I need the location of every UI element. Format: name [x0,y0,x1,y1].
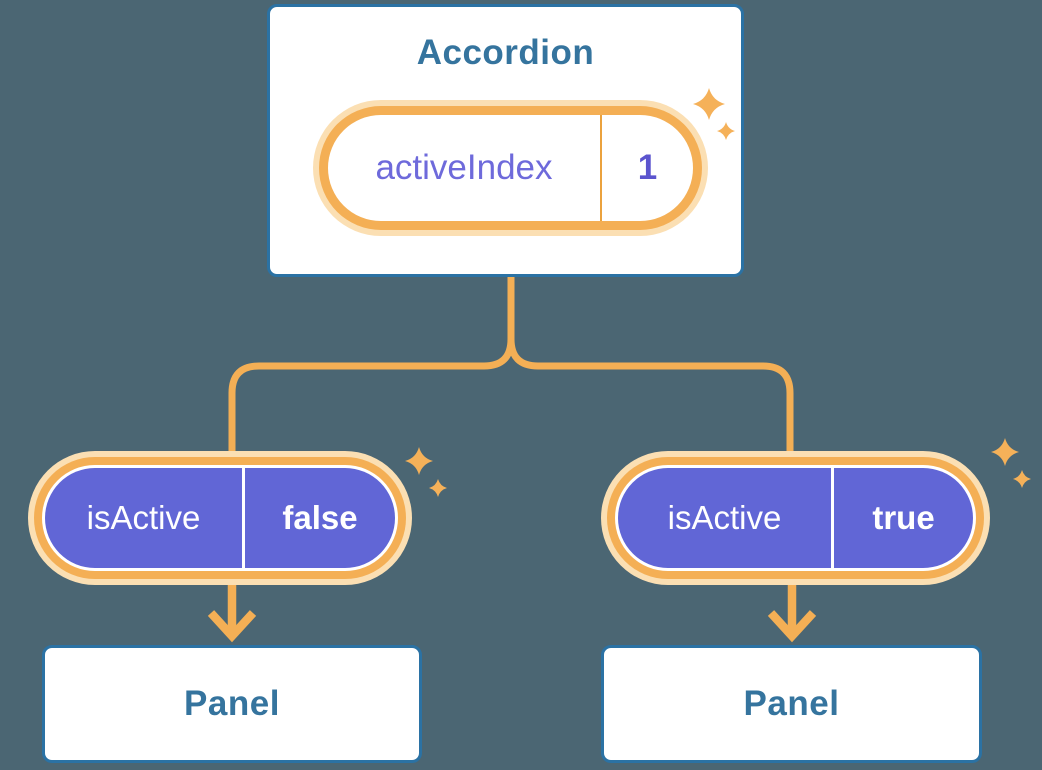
prop-pill-value: false [282,499,358,536]
panel-title: Panel [743,684,840,723]
prop-pill-ring: isActive false [34,457,406,579]
connector-branch-right [507,277,794,458]
prop-pill-body: isActive false [45,468,395,568]
state-pill-active-index: activeIndex 1 [313,100,708,236]
prop-pill-value: true [872,499,935,536]
connector-branch-left [228,277,515,458]
tree-connector [228,277,794,458]
pill-divider [831,468,834,568]
arrow-head [767,610,817,643]
prop-pill-label: isActive [86,499,201,536]
prop-pill-ring: isActive true [607,457,984,579]
prop-pill-is-active-false: isActive false [28,451,412,585]
state-pill-value: 1 [637,148,658,187]
prop-pill-gap: isActive true [615,465,976,571]
pill-divider [600,115,602,221]
arrow-head [207,610,257,643]
prop-pill-gap: isActive false [42,465,398,571]
panel-title: Panel [184,684,280,723]
prop-pill-is-active-true: isActive true [601,451,990,585]
state-pill-body: activeIndex 1 [328,115,693,221]
prop-pill-label: isActive [667,499,782,536]
arrow-down-icon [207,582,257,643]
panel-card-right: Panel [601,645,982,763]
state-pill-ring: activeIndex 1 [319,106,702,230]
state-pill-label: activeIndex [375,148,553,187]
arrows [207,582,817,643]
prop-pill-body: isActive true [618,468,973,568]
pill-divider [242,468,245,568]
panel-card-left: Panel [42,645,422,763]
arrow-down-icon [767,582,817,643]
accordion-title: Accordion [416,33,595,72]
